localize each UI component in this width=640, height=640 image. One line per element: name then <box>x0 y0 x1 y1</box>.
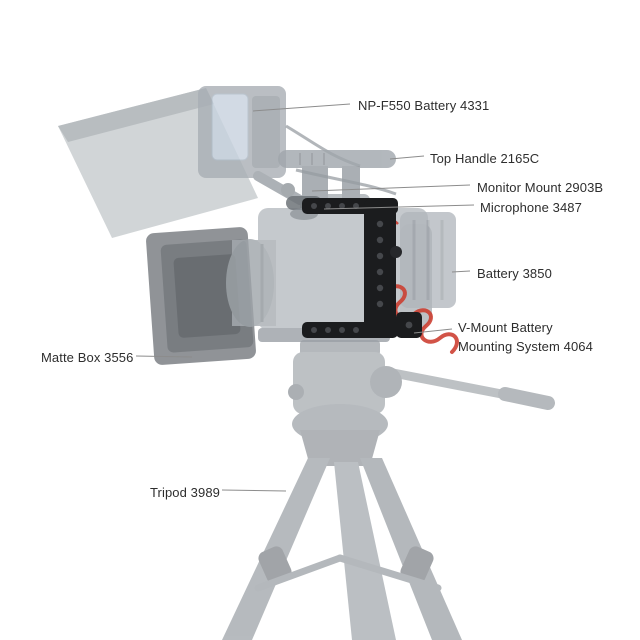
tripod-leg-collar <box>300 430 380 466</box>
label-tripod: Tripod 3989 <box>150 485 220 500</box>
leader-v-mount <box>413 328 453 334</box>
leader-top-handle <box>389 155 425 160</box>
leader-monitor-mount <box>311 184 471 192</box>
np-f550-battery-part <box>211 93 249 161</box>
tripod-spreader-right <box>336 554 442 592</box>
monitor-mount-knob <box>281 183 295 197</box>
leader-battery <box>451 270 471 273</box>
cage-bottom-plate <box>302 322 398 338</box>
label-np-f550-battery: NP-F550 Battery 4331 <box>358 98 490 113</box>
monitor-back-panel <box>252 96 280 168</box>
leader-matte-box <box>135 355 193 358</box>
tripod-head-knob <box>288 384 304 400</box>
tripod-pan-handle-grip <box>498 387 555 410</box>
camera-cage-illustration <box>302 198 422 338</box>
cage-side-plate <box>364 198 396 338</box>
matte-box-opening <box>173 254 241 338</box>
leader-np-f550 <box>252 103 351 112</box>
cage-mounting-holes <box>311 203 413 333</box>
tripod-pan-handle <box>383 367 517 401</box>
leader-tripod <box>221 489 287 492</box>
top-handle-riser-2 <box>342 166 360 198</box>
label-v-mount: V-Mount Battery Mounting System 4064 <box>458 320 593 354</box>
top-handle-bar <box>278 150 396 168</box>
tripod-spreader-left <box>254 554 344 592</box>
tripod-tilt-drum <box>370 366 402 398</box>
tripod-illustration <box>222 340 555 640</box>
coiled-cable-red <box>384 284 459 354</box>
lens-front <box>226 239 274 327</box>
tripod-leg-lock-left <box>258 546 292 584</box>
leader-microphone <box>323 204 475 210</box>
label-battery: Battery 3850 <box>477 266 552 281</box>
label-matte-box: Matte Box 3556 <box>41 350 134 365</box>
leader-lines <box>135 103 475 492</box>
cage-rosette <box>390 246 402 258</box>
battery-3850-illustration <box>400 212 456 308</box>
label-top-handle: Top Handle 2165C <box>430 151 540 166</box>
tripod-leg-center <box>334 462 396 640</box>
label-monitor-mount: Monitor Mount 2903B <box>477 180 604 195</box>
label-microphone: Microphone 3487 <box>480 200 582 215</box>
tripod-leg-lock-right <box>400 546 434 584</box>
matte-box-flag-edge <box>58 88 214 142</box>
tripod-head-body <box>293 352 385 414</box>
